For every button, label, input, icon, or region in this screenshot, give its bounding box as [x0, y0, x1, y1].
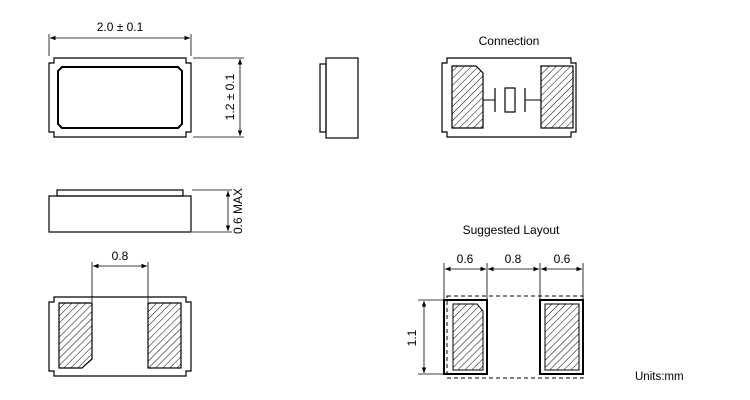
layout-land-right	[539, 299, 584, 375]
bottom-view: 0.8	[48, 249, 192, 377]
connection-title: Connection	[479, 34, 540, 48]
connection-pad-right	[540, 65, 574, 129]
bottom-pad-right	[147, 302, 182, 369]
connection-outline	[441, 57, 577, 138]
bottom-pad-left	[58, 302, 93, 369]
layout-dim-gap-label: 0.8	[505, 252, 522, 266]
top-height-dim-label: 1.2 ± 0.1	[223, 73, 237, 120]
front-view-body	[48, 195, 192, 233]
suggested-layout-title: Suggested Layout	[463, 223, 560, 237]
layout-dim-right-label: 0.6	[554, 252, 571, 266]
front-view: 0.6 MAX	[48, 188, 245, 234]
connection-pad-left	[451, 65, 484, 129]
bottom-view-outline	[48, 296, 192, 377]
top-view-lid	[57, 66, 183, 129]
front-height-dim-label: 0.6 MAX	[231, 188, 245, 234]
layout-dim-height-label: 1.1	[405, 329, 419, 346]
suggested-layout: Suggested Layout 0.6 0.8 0.6 1.1	[405, 223, 584, 379]
connection-view: Connection	[441, 34, 577, 138]
layout-dim-left-label: 0.6	[457, 252, 474, 266]
bottom-gap-dim-label: 0.8	[112, 249, 129, 263]
side-view-body	[325, 57, 359, 139]
top-view-outline	[48, 57, 192, 138]
crystal-symbol	[504, 87, 516, 113]
top-view: 2.0 ± 0.1 1.2 ± 0.1	[48, 20, 244, 138]
side-view	[319, 57, 359, 139]
top-width-dim-label: 2.0 ± 0.1	[97, 20, 144, 34]
layout-land-left	[443, 299, 488, 375]
units-label: Units:mm	[635, 371, 684, 383]
